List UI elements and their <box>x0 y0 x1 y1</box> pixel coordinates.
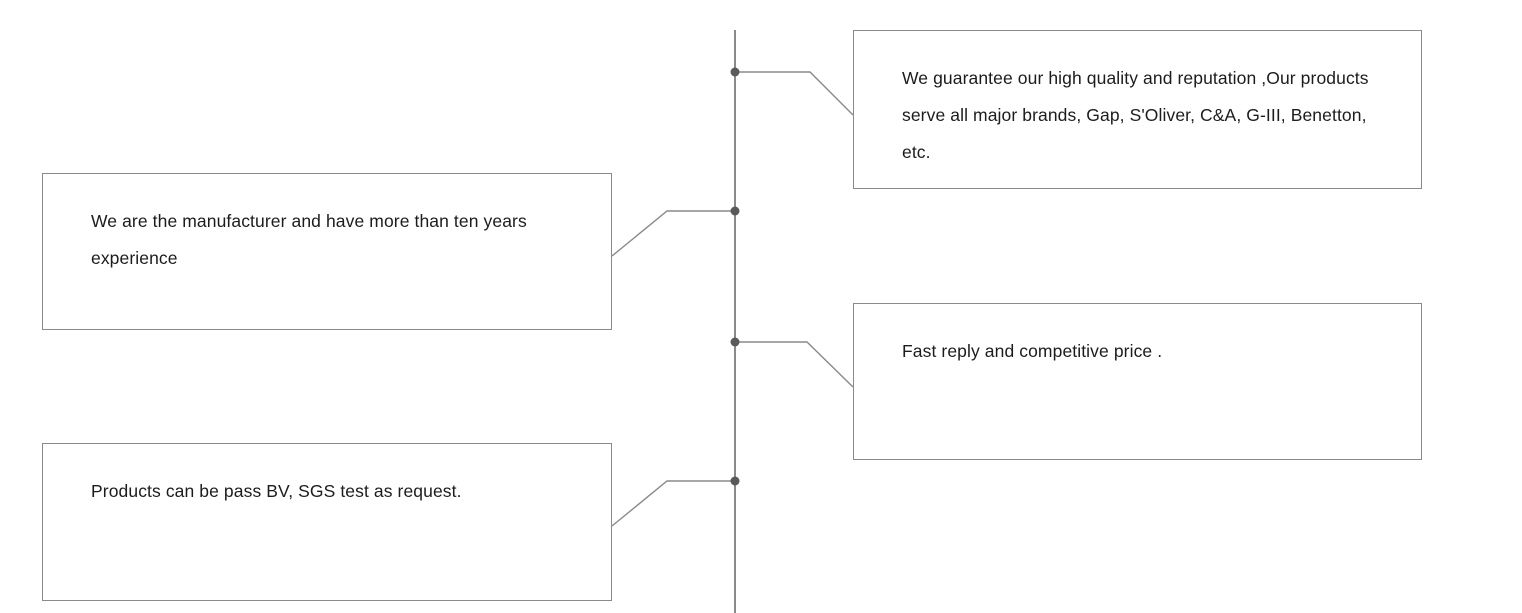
callout-box-1[interactable]: We guarantee our high quality and reputa… <box>853 30 1422 189</box>
connector-line-4 <box>611 480 735 527</box>
connector-line-3 <box>735 341 854 388</box>
callout-text-4: Products can be pass BV, SGS test as req… <box>91 481 462 501</box>
callout-box-2[interactable]: We are the manufacturer and have more th… <box>42 173 612 330</box>
timeline-node-dot-1[interactable] <box>730 67 740 77</box>
timeline-node-dot-3[interactable] <box>730 337 740 347</box>
callout-text-3: Fast reply and competitive price . <box>902 341 1163 361</box>
connector-line-1 <box>735 71 854 116</box>
timeline-node-dot-4[interactable] <box>730 476 740 486</box>
callout-box-4[interactable]: Products can be pass BV, SGS test as req… <box>42 443 612 601</box>
connector-line-2 <box>611 210 735 257</box>
callout-text-2: We are the manufacturer and have more th… <box>91 211 532 268</box>
timeline-spine <box>734 30 736 613</box>
callout-box-3[interactable]: Fast reply and competitive price . <box>853 303 1422 460</box>
timeline-node-dot-2[interactable] <box>730 206 740 216</box>
callout-text-1: We guarantee our high quality and reputa… <box>902 68 1374 162</box>
